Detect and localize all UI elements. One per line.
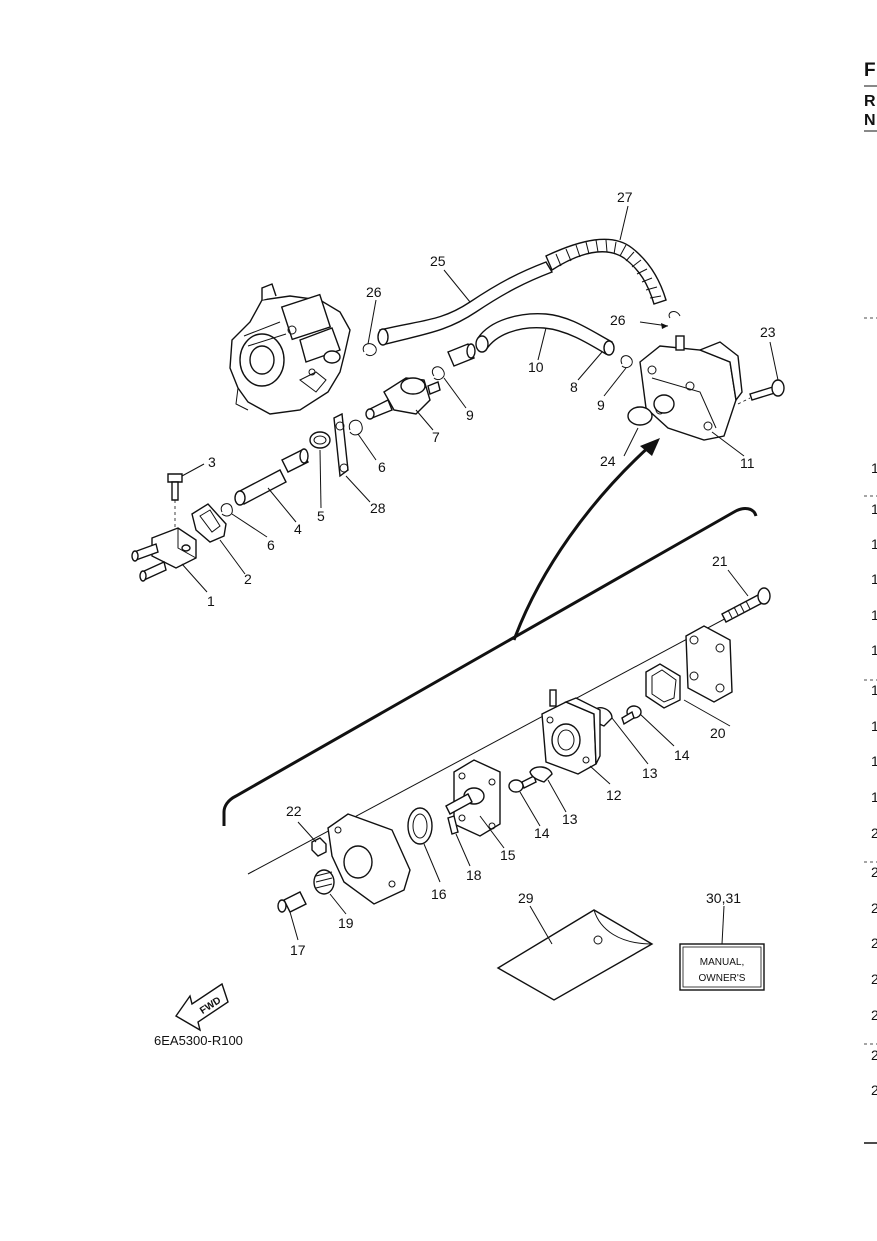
callout-10: 10 (528, 359, 544, 375)
reference-code: 6EA5300-R100 (154, 1033, 243, 1048)
part-4-fuel-hose (234, 448, 309, 506)
manual-label-line1: MANUAL, (700, 957, 744, 968)
part-7-fuel-filter (365, 377, 441, 420)
part-11-fuel-pump-assembly (639, 335, 743, 441)
callout-3: 3 (208, 454, 216, 470)
callout-9-left: 9 (466, 407, 474, 423)
part-12-pump-body (541, 689, 601, 775)
callout-25: 25 (430, 253, 446, 269)
callout-16: 16 (431, 886, 447, 902)
right-row-4: 1 (871, 571, 877, 587)
right-row-7: 1 (871, 682, 877, 698)
part-17-plunger (277, 891, 307, 913)
callout-29: 29 (518, 890, 534, 906)
callout-19: 19 (338, 915, 354, 931)
part-27-protector-hose (545, 238, 667, 305)
part-30-31-owners-manual: MANUAL, OWNER'S (679, 943, 765, 991)
housing-block (327, 813, 411, 905)
right-header-n: N (864, 112, 876, 129)
part-14-screws (508, 705, 642, 793)
callout-24: 24 (600, 453, 616, 469)
part-5-hose-clamp (309, 431, 331, 449)
right-row-17: 2 (871, 1047, 877, 1063)
part-1-fuel-joint (131, 527, 197, 582)
callout-4: 4 (294, 521, 302, 537)
callout-13-upper: 13 (642, 765, 658, 781)
callout-7: 7 (432, 429, 440, 445)
callout-28: 28 (370, 500, 386, 516)
part-23-bolt (737, 379, 785, 405)
part-18-pin (447, 815, 459, 835)
part-22-nut (311, 837, 327, 857)
callout-8: 8 (570, 379, 578, 395)
part-24-o-ring (627, 406, 653, 426)
carburetor-illustration (229, 283, 351, 415)
right-row-5: 1 (871, 607, 877, 623)
leader-lines (181, 205, 779, 945)
callout-2: 2 (244, 571, 252, 587)
exploded-view-arrow (512, 438, 660, 641)
part-15-diaphragm (445, 759, 501, 837)
callout-21: 21 (712, 553, 728, 569)
callout-26-right: 26 (610, 312, 626, 328)
callout-13-lower: 13 (562, 811, 578, 827)
part-6-clip-upper (348, 419, 363, 436)
callout-22: 22 (286, 803, 302, 819)
part-6-clip-lower (220, 503, 233, 517)
callout-30-31: 30,31 (706, 890, 741, 906)
right-row-14: 2 (871, 935, 877, 951)
right-row-8: 1 (871, 718, 877, 734)
part-16-spring (407, 807, 433, 845)
right-row-13: 2 (871, 900, 877, 916)
right-row-11: 2 (871, 825, 877, 841)
part-28-clamp-bracket (333, 412, 349, 478)
right-header-f: F (864, 60, 876, 81)
right-row-2: 1 (871, 501, 877, 517)
right-header-r: R (864, 93, 876, 110)
part-10-fuel-hose (475, 313, 615, 356)
right-row-10: 1 (871, 789, 877, 805)
part-8-hose-piece (447, 343, 476, 367)
callout-15: 15 (500, 847, 516, 863)
part-25-fuel-hose (377, 261, 554, 346)
right-row-18: 2 (871, 1082, 877, 1098)
callout-14-lower: 14 (534, 825, 550, 841)
part-13-valve-lower (529, 766, 553, 783)
right-row-9: 1 (871, 753, 877, 769)
part-3-bolt (167, 473, 183, 530)
fwd-arrow-icon: FWD (174, 982, 229, 1032)
callout-6-upper: 6 (378, 459, 386, 475)
right-row-16: 2 (871, 1007, 877, 1023)
part-19-spring (313, 869, 335, 895)
callout-12: 12 (606, 787, 622, 803)
callout-6-lower: 6 (267, 537, 275, 553)
callout-27: 27 (617, 189, 633, 205)
callout-18: 18 (466, 867, 482, 883)
callout-5: 5 (317, 508, 325, 524)
right-row-6: 1 (871, 642, 877, 658)
right-row-12: 2 (871, 864, 877, 880)
part-21-bolt (721, 587, 771, 623)
callouts: 1 2 3 4 5 6 6 7 8 9 9 10 11 12 13 13 14 … (207, 189, 776, 958)
part-2-gasket (191, 503, 227, 543)
part-26-clips (362, 311, 681, 357)
callout-23: 23 (760, 324, 776, 340)
right-row-15: 2 (871, 971, 877, 987)
callout-9-right: 9 (597, 397, 605, 413)
right-edge-column: F R N 1 1 1 1 1 1 1 1 1 1 2 2 2 2 2 2 2 … (864, 60, 877, 1144)
part-20-cover-gasket (645, 625, 733, 709)
manual-label-line2: OWNER'S (699, 973, 746, 984)
callout-20: 20 (710, 725, 726, 741)
callout-17: 17 (290, 942, 306, 958)
callout-26-left: 26 (366, 284, 382, 300)
part-29-plastic-bag (496, 909, 654, 1001)
callout-11: 11 (740, 455, 755, 471)
right-row-3: 1 (871, 536, 877, 552)
callout-14-upper: 14 (674, 747, 690, 763)
callout-1: 1 (207, 593, 215, 609)
part-9-clips (431, 355, 633, 381)
right-row-1: 1 (871, 460, 877, 476)
